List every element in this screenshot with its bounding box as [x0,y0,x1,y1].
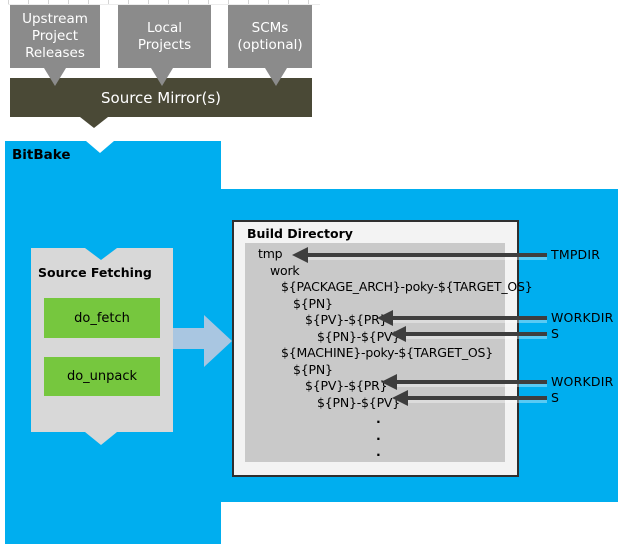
workdir2-label: WORKDIR [551,374,614,389]
workdir2-arrow-line [397,380,547,384]
workdir2-arrow-head [381,374,397,390]
local-projects-box: Local Projects [118,5,211,68]
source-fetching-title: Source Fetching [38,265,152,280]
build-directory-tree-panel [245,243,505,462]
tree-ellipsis: . [376,411,381,426]
tree-line: ${PN}-${PV} [317,394,401,410]
source-mirrors-label: Source Mirror(s) [101,88,221,107]
s1-arrow-line [406,332,547,336]
s1-arrow-head [390,326,406,342]
s2-label: S [551,390,560,405]
scms-connector-wedge [265,68,287,86]
source-fetching-top-notch [85,248,117,260]
tree-line: ${PV}-${PR} [305,378,388,393]
s1-label: S [551,326,560,341]
workdir1-arrow-head [377,310,393,326]
tree-line: ${PN}-${PV} [317,328,401,344]
tree-line: tmp [258,246,283,261]
tree-line: ${PN} [293,361,333,377]
source-fetching-panel [31,248,173,432]
source-fetching-bottom-wedge [85,432,117,445]
top-ruler-ticks [8,0,320,5]
build-directory-title: Build Directory [247,226,353,241]
tree-line: ${PN} [293,295,333,311]
tree-ellipsis: . [376,427,381,443]
scms-optional-box: SCMs (optional) [228,5,312,68]
flow-arrow-head [204,315,232,367]
tree-line: ${PACKAGE_ARCH}-poky-${TARGET_OS} [281,279,533,294]
bitbake-top-notch [86,141,114,153]
do-unpack-task-box: do_unpack [44,357,160,396]
tree-line: work [270,262,300,278]
upstream-connector-wedge [44,68,66,86]
s2-arrow-line [408,396,547,400]
local-connector-wedge [151,68,173,86]
upstream-project-releases-box: Upstream Project Releases [10,5,100,68]
tmpdir-arrow-line [308,253,547,257]
tree-line: ${PV}-${PR} [305,312,388,327]
mirror-to-bitbake-wedge [80,117,108,128]
do-fetch-task-box: do_fetch [44,298,160,338]
tree-line: ${MACHINE}-poky-${TARGET_OS} [281,345,494,360]
directory-tree: tmp work ${PACKAGE_ARCH}-poky-${TARGET_O… [245,243,533,462]
s2-arrow-head [392,390,408,406]
workdir1-arrow-line [393,316,547,320]
tmpdir-label: TMPDIR [551,247,601,262]
bitbake-label: BitBake [12,147,71,163]
tmpdir-arrow-head [292,247,308,263]
workdir1-label: WORKDIR [551,310,614,325]
tree-ellipsis: . [376,444,381,459]
flow-arrow-shaft [173,328,204,349]
